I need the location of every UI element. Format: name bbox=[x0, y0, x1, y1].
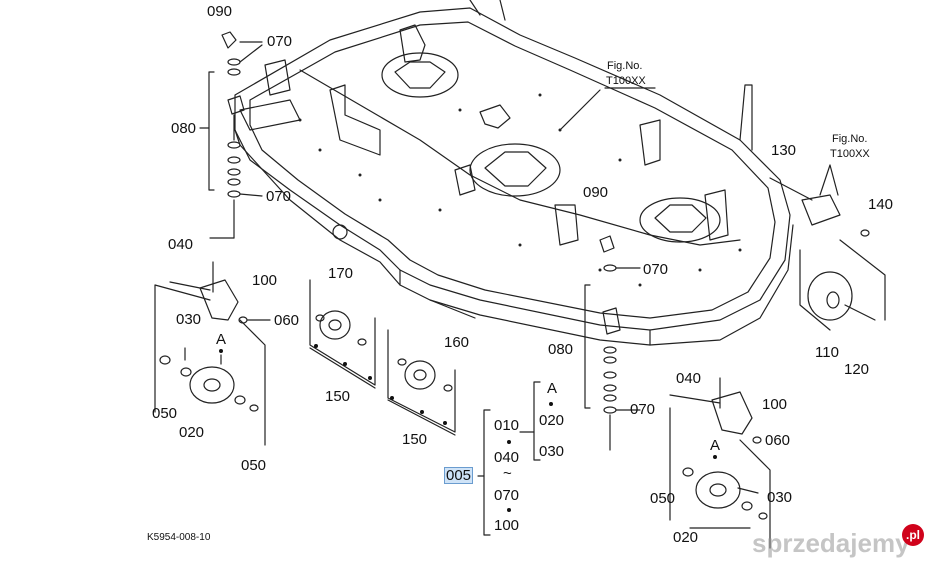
part-label[interactable]: 100 bbox=[762, 396, 788, 413]
kit-item[interactable]: 100 bbox=[494, 517, 520, 534]
part-label[interactable]: 050 bbox=[650, 490, 676, 507]
right-anti-scalp-arm-stack bbox=[584, 235, 641, 451]
part-label[interactable]: 060 bbox=[274, 312, 300, 329]
kit-sub-item[interactable]: 020 bbox=[539, 412, 565, 429]
kit-sub-label: A bbox=[547, 380, 558, 397]
part-label[interactable]: 090 bbox=[583, 184, 609, 201]
rear-gauge-wheel-assembly bbox=[769, 164, 886, 331]
part-label[interactable]: 150 bbox=[325, 388, 351, 405]
part-label[interactable]: 070 bbox=[643, 261, 669, 278]
part-label[interactable]: 080 bbox=[548, 341, 574, 358]
part-label[interactable]: 070 bbox=[267, 33, 293, 50]
fig-ref-link[interactable]: T100XX bbox=[830, 148, 870, 160]
kit-item[interactable]: 070 bbox=[494, 487, 520, 504]
part-label[interactable]: 070 bbox=[266, 188, 292, 205]
deck-spindle-openings bbox=[381, 52, 721, 243]
kit-bracket bbox=[477, 381, 541, 536]
part-label[interactable]: 050 bbox=[152, 405, 178, 422]
part-label[interactable]: 090 bbox=[207, 3, 233, 20]
drawing-code: K5954-008-10 bbox=[147, 532, 211, 543]
callout-letter: A bbox=[710, 437, 721, 454]
part-label[interactable]: 030 bbox=[767, 489, 793, 506]
left-caster-wheel-assembly bbox=[154, 261, 271, 446]
part-label[interactable]: 150 bbox=[402, 431, 428, 448]
fig-ref-link[interactable]: T100XX bbox=[606, 75, 646, 87]
part-label[interactable]: 070 bbox=[630, 401, 656, 418]
fig-ref-label: Fig.No. bbox=[607, 60, 643, 72]
part-label[interactable]: 040 bbox=[676, 370, 702, 387]
callout-letter: A bbox=[216, 331, 227, 348]
right-caster-wheel-assembly bbox=[669, 377, 771, 549]
left-anti-scalp-arm-stack bbox=[199, 31, 301, 239]
part-label[interactable]: 140 bbox=[868, 196, 894, 213]
part-label[interactable]: 170 bbox=[328, 265, 354, 282]
part-label[interactable]: 100 bbox=[252, 272, 278, 289]
kit-item[interactable]: 010 bbox=[494, 417, 520, 434]
part-label[interactable]: 040 bbox=[168, 236, 194, 253]
part-label[interactable]: 060 bbox=[765, 432, 791, 449]
center-roller-set bbox=[387, 299, 476, 436]
mower-deck-housing bbox=[234, 0, 794, 346]
part-label[interactable]: 130 bbox=[771, 142, 797, 159]
kit-group-label[interactable]: 005 bbox=[443, 467, 474, 484]
fig-ref-leader-1 bbox=[559, 89, 601, 131]
part-label[interactable]: 160 bbox=[444, 334, 470, 351]
watermark-text: sprzedajemy bbox=[752, 528, 910, 558]
kit-sub-item[interactable]: 030 bbox=[539, 443, 565, 460]
kit-range-separator: ~ bbox=[503, 465, 512, 482]
part-label[interactable]: 110 bbox=[815, 344, 839, 361]
kit-item[interactable]: 040 bbox=[494, 449, 520, 466]
part-label[interactable]: 120 bbox=[844, 361, 870, 378]
watermark-badge: .pl bbox=[902, 524, 924, 546]
part-label[interactable]: 020 bbox=[673, 529, 699, 546]
part-label[interactable]: 030 bbox=[176, 311, 202, 328]
part-label[interactable]: 050 bbox=[241, 457, 267, 474]
part-label[interactable]: 080 bbox=[171, 120, 197, 137]
part-label[interactable]: 020 bbox=[179, 424, 205, 441]
fig-ref-label: Fig.No. bbox=[832, 133, 868, 145]
left-roller-set bbox=[309, 224, 376, 389]
